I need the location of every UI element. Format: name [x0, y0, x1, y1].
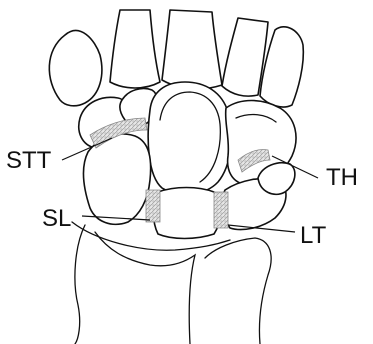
lunate-shape — [154, 188, 221, 239]
lt-ligament — [214, 192, 228, 228]
ulna-shape — [205, 238, 271, 344]
capitate-shape — [148, 82, 231, 194]
radius-shape — [75, 225, 85, 344]
sl-ligament — [146, 190, 160, 222]
stt-label: STT — [6, 147, 52, 174]
metacarpal-1-shape — [49, 31, 102, 106]
metacarpal-3-shape — [162, 10, 222, 89]
th-label: TH — [326, 164, 358, 191]
metacarpal-2-shape — [110, 10, 160, 88]
scaphoid-shape — [84, 134, 151, 224]
lt-label: LT — [300, 222, 327, 249]
sl-label: SL — [42, 205, 71, 232]
